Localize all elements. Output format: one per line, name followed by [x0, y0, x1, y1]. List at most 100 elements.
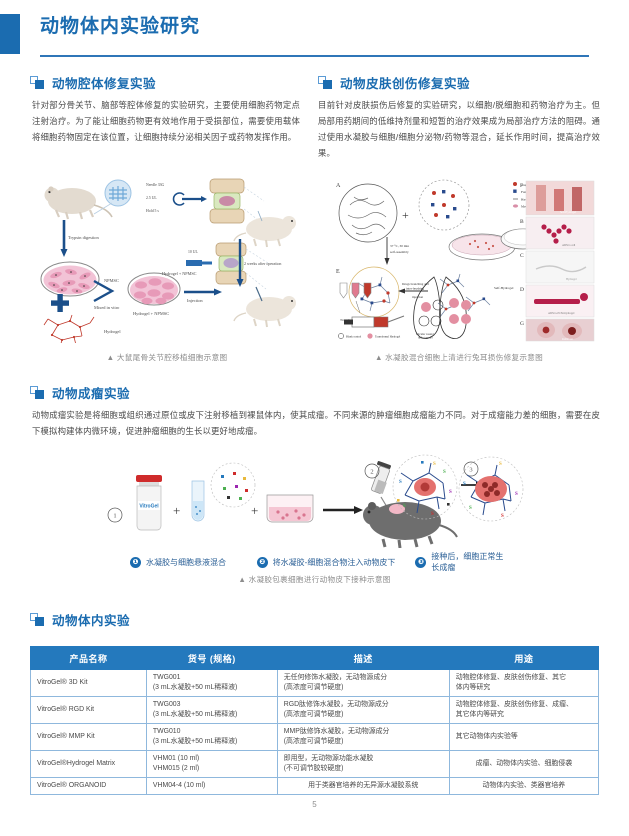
svg-text:S: S	[431, 512, 434, 517]
cell-description: 无任何修饰水凝胶，无动物源成分(高浓度可调节硬度)	[276, 669, 450, 697]
table-header-row: 产品名称 货号 (规格) 描述 用途	[30, 646, 600, 670]
svg-text:S: S	[403, 504, 406, 509]
svg-text:S: S	[443, 470, 446, 475]
section-heading-tumor: 动物成瘤实验	[30, 383, 130, 402]
svg-text:Circular wound: Circular wound	[416, 333, 434, 336]
column-header-name: 产品名称	[30, 646, 147, 670]
section-title-text: 动物成瘤实验	[52, 387, 131, 401]
mouse-bottom-right	[233, 286, 296, 328]
table-row: VitroGel® 3D Kit TWG001(3 mL水凝胶+50 mL稀释液…	[30, 669, 600, 697]
tumor-steps-legend: ❶ 水凝胶与细胞悬液混合 ❷ 将水凝胶-细胞混合物注入动物皮下 ❸ 接种后，细胞…	[130, 551, 510, 573]
table-row: VitroGel®Hydrogel Matrix VHM01 (10 ml)VH…	[30, 750, 600, 778]
svg-text:G: G	[520, 321, 524, 327]
mix-arrow	[93, 279, 115, 303]
page-header: 动物体内实验研究	[0, 14, 629, 58]
cell-product-name: VitroGel® 3D Kit	[30, 669, 147, 697]
caption-figure-skin: ▲ 水凝胶混合细胞上清进行兔耳损伤修复示意图	[374, 353, 544, 362]
svg-text:ADSCs-ECM-hydrogel: ADSCs-ECM-hydrogel	[548, 312, 575, 315]
page-number: 5	[312, 800, 317, 809]
figure-tumor-svg: 1 VitroGel +	[105, 453, 525, 548]
figure-cavity-svg: Trypsin digestion	[32, 175, 302, 343]
figure-skin-svg: A +	[330, 175, 600, 343]
sample-tubes: Transdermal	[339, 282, 372, 322]
svg-text:Blank control: Blank control	[346, 336, 362, 339]
double-square-icon	[30, 75, 45, 90]
svg-text:Hydrogel: Hydrogel	[566, 278, 577, 281]
test-tube	[191, 480, 205, 522]
svg-text:Mixed in vitro: Mixed in vitro	[94, 305, 120, 310]
svg-text:S: S	[463, 482, 466, 487]
section-heading-invivo: 动物体内实验	[30, 610, 130, 629]
legend-step-2: ❷ 将水凝胶-细胞混合物注入动物皮下	[256, 556, 416, 568]
svg-text:B: B	[520, 219, 524, 225]
svg-text:S: S	[515, 492, 518, 497]
paragraph-cavity: 针对部分骨关节、脑部等腔体修复的实验研究，主要使用细胞药物定点注射治疗。为了能让…	[32, 100, 300, 142]
cell-usage: 动物体内实验、类器官培养	[448, 777, 600, 795]
joint-callout	[93, 179, 132, 215]
cell-product-name: VitroGel®Hydrogel Matrix	[30, 750, 147, 778]
svg-text:2 weeks after operation: 2 weeks after operation	[244, 261, 281, 266]
legend-step-3: ❸ 接种后，细胞正常生长成瘤	[415, 551, 510, 573]
svg-text:Hydrogel: Hydrogel	[104, 329, 121, 334]
svg-text:NPMSC: NPMSC	[104, 278, 119, 283]
svg-text:1: 1	[113, 513, 116, 520]
column-header-usage: 用途	[448, 646, 600, 670]
figure-cavity-repair: Trypsin digestion	[32, 175, 302, 343]
svg-text:F: F	[520, 183, 523, 189]
svg-text:+: +	[251, 503, 258, 518]
mouse-top-right	[233, 210, 296, 248]
svg-text:Self-Hydrogel: Self-Hydrogel	[494, 286, 513, 290]
cell-usage: 成瘤、动物体内实验、细胞侵袭	[448, 750, 600, 778]
cell-catalog: VHM04-4 (10 ml)	[145, 777, 278, 795]
step-1-label: 水凝胶与细胞悬液混合	[146, 557, 226, 567]
caption-figure-cavity: ▲ 大鼠尾骨关节腔移植细胞示意图	[106, 353, 228, 362]
cell-bubble	[210, 462, 256, 508]
step-3-bullet: ❸	[415, 556, 427, 568]
table-row: VitroGel® ORGANOID VHM04-4 (10 ml) 用于类器官…	[30, 777, 600, 795]
step-1-bullet: ❶	[130, 556, 141, 568]
hydrogel-cell-network-2: S S S S S	[458, 456, 524, 522]
vitrogel-vial: VitroGel	[136, 475, 162, 531]
double-square-icon	[30, 385, 45, 400]
figure-tumor-inoculation: 1 VitroGel +	[105, 453, 525, 548]
micrograph-panels: B ADSCs cell C Hydrogel D ADSCs-ECM-hydr…	[520, 216, 595, 318]
svg-text:Rabbit ear: Rabbit ear	[562, 338, 573, 341]
title-divider	[40, 55, 589, 57]
mouse-body	[363, 502, 458, 548]
section-title-text: 动物体内实验	[52, 614, 131, 628]
legend-step-1: ❶ 水凝胶与细胞悬液混合	[130, 556, 257, 568]
svg-text:Self-Hydrogel: Self-Hydrogel	[560, 211, 576, 214]
svg-text:Transdermal Hydrogel: Transdermal Hydrogel	[375, 336, 401, 339]
svg-text:Injection: Injection	[187, 298, 203, 303]
rabbit-ear-shapes	[413, 276, 471, 339]
svg-text:Hold 5 s: Hold 5 s	[146, 209, 159, 213]
cell-product-name: VitroGel® RGD Kit	[30, 696, 147, 724]
cell-product-name: VitroGel® ORGANOID	[30, 777, 147, 795]
svg-text:E: E	[336, 269, 340, 275]
cell-product-name: VitroGel® MMP Kit	[30, 723, 147, 751]
svg-text:A: A	[336, 183, 341, 189]
step-3-label: 接种后，细胞正常生长成瘤	[431, 552, 504, 572]
polymer-chain-circle	[338, 183, 398, 243]
svg-text:D: D	[520, 287, 524, 293]
hydrogel-cell-network-1: S S S S S S	[392, 454, 458, 520]
hydrogel-npmsc-dish: Hydrogel + NPMSC	[127, 272, 181, 316]
svg-text:3: 3	[469, 467, 472, 474]
photo-panels: F Self-Hydrogel	[520, 180, 595, 216]
svg-text:S: S	[499, 462, 502, 467]
step-2-label: 将水凝胶-细胞混合物注入动物皮下	[272, 557, 396, 567]
header-accent-bar	[0, 14, 20, 54]
double-square-icon	[30, 612, 45, 627]
svg-text:C: C	[520, 253, 524, 259]
hydrogel-network: Hydrogel 3D RGD peptide	[43, 314, 121, 343]
column-header-description: 描述	[276, 646, 450, 670]
molecule-circle	[418, 179, 470, 231]
svg-text:S: S	[469, 506, 472, 511]
step-2-bullet: ❷	[256, 556, 268, 568]
cell-description: MMP肽修饰水凝胶，无动物源成分(高浓度可调节硬度)	[276, 723, 450, 751]
table-row: VitroGel® RGD Kit TWG003(3 mL水凝胶+50 mL稀释…	[30, 696, 600, 724]
cell-catalog: VHM01 (10 ml)VHM015 (2 ml)	[145, 750, 278, 778]
svg-text:inter-brushing: inter-brushing	[406, 287, 424, 291]
svg-text:ADSCs cell: ADSCs cell	[562, 244, 576, 247]
